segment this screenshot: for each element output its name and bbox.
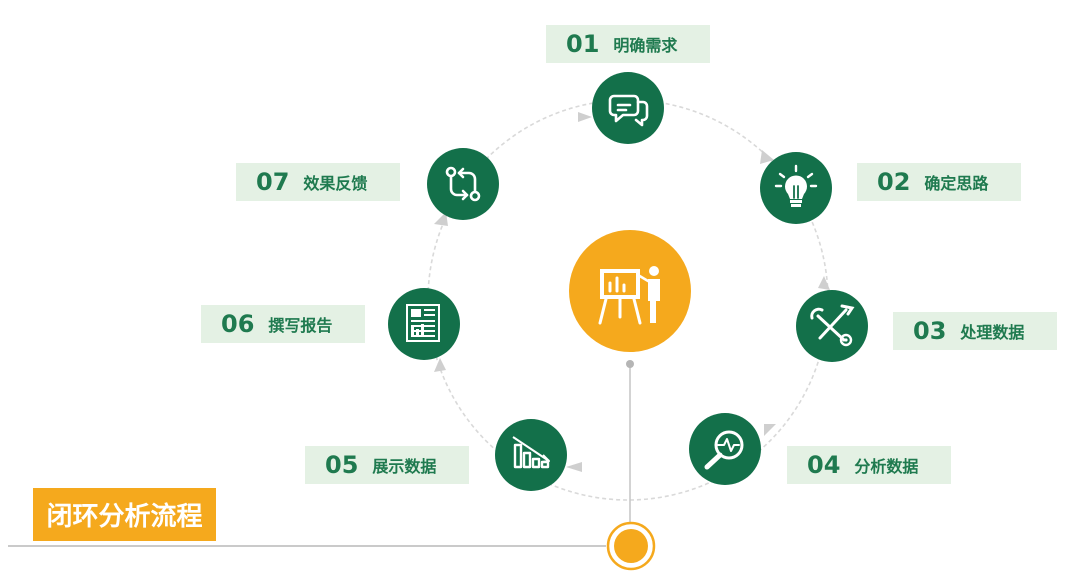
step-node-01 [592,72,664,144]
step-number: 05 [325,451,359,479]
step-label-05: 05 展示数据 [305,446,469,484]
step-title: 效果反馈 [303,174,368,193]
flow-arrows [434,112,830,472]
step-title: 确定思路 [924,174,989,193]
center-node [569,230,691,352]
step-label-06: 06 撰写报告 [201,305,365,343]
step-node-06 [388,288,460,360]
lightbulb-icon [774,164,818,207]
step-number: 02 [877,168,911,196]
tools-icon [810,304,855,347]
step-title: 处理数据 [960,323,1025,342]
step-title: 明确需求 [613,36,678,55]
step-label-04: 04 分析数据 [787,446,951,484]
report-document-icon [406,304,440,342]
step-number: 03 [913,317,947,345]
step-number: 06 [221,310,255,338]
presenter-board-icon [598,266,660,325]
magnifier-pulse-icon [704,430,744,470]
flow-arrow [566,462,582,472]
step-node-03 [796,290,868,362]
flow-arrow [434,358,446,372]
flow-arrow [434,212,448,226]
step-node-05 [495,419,567,491]
step-node-07 [427,148,499,220]
flow-arrow [764,424,776,436]
step-number: 01 [566,30,600,58]
step-node-02 [760,152,832,224]
step-number: 04 [807,451,841,479]
step-title: 分析数据 [854,457,919,476]
bottom-target [606,521,656,571]
speech-bubbles-icon [608,94,649,127]
step-number: 07 [256,168,290,196]
feedback-loop-icon [445,166,481,202]
connector-dot [626,360,634,368]
flow-arrow [760,150,774,164]
step-label-03: 03 处理数据 [893,312,1057,350]
step-title: 展示数据 [372,457,437,476]
step-label-07: 07 效果反馈 [236,163,400,201]
step-label-02: 02 确定思路 [857,163,1021,201]
flow-arrow [818,276,830,290]
step-node-04 [689,413,761,485]
step-title: 撰写报告 [268,316,333,335]
step-label-01: 01 明确需求 [546,25,710,63]
bar-chart-icon [512,436,550,469]
diagram-title: 闭环分析流程 [33,488,216,541]
flow-arrow [578,112,592,122]
